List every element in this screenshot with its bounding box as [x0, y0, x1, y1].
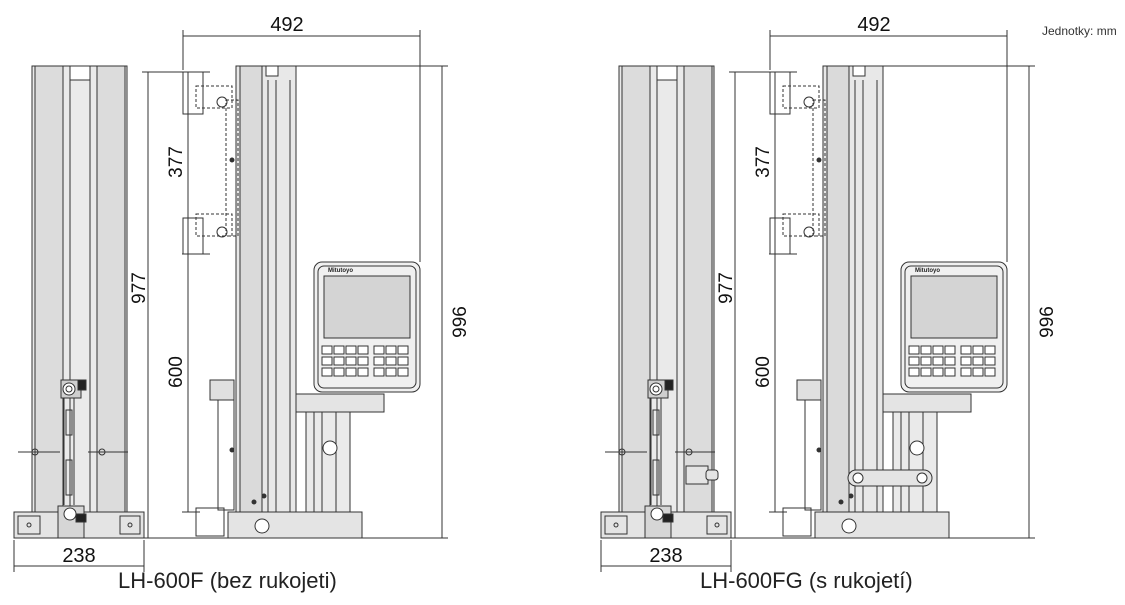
dim-total-height: 996 — [1037, 306, 1058, 338]
dim-column-height: 977 — [129, 272, 150, 304]
dim-base-width: 238 — [62, 545, 95, 567]
model-left: Mitutoyo 492 238 996 977 377 600 — [13, 14, 471, 573]
brand-label: Mitutoyo — [915, 268, 940, 274]
dim-lower-range: 600 — [753, 356, 774, 388]
caption-lh-600fg: LH-600FG (s rukojetí) — [700, 568, 913, 593]
model-right: Mitutoyo 492 238 996 977 377 600 — [600, 14, 1058, 573]
units-label: Jednotky: mm — [1042, 24, 1117, 38]
dim-total-height: 996 — [450, 306, 471, 338]
dim-upper-range: 377 — [753, 146, 774, 178]
caption-lh-600f: LH-600F (bez rukojeti) — [118, 568, 337, 593]
dim-width-top: 492 — [270, 14, 303, 36]
dim-column-height: 977 — [716, 272, 737, 304]
dim-width-top: 492 — [857, 14, 890, 36]
dim-upper-range: 377 — [166, 146, 187, 178]
brand-label: Mitutoyo — [328, 268, 353, 274]
handle — [685, 465, 933, 487]
dim-base-width: 238 — [649, 545, 682, 567]
dim-lower-range: 600 — [166, 356, 187, 388]
